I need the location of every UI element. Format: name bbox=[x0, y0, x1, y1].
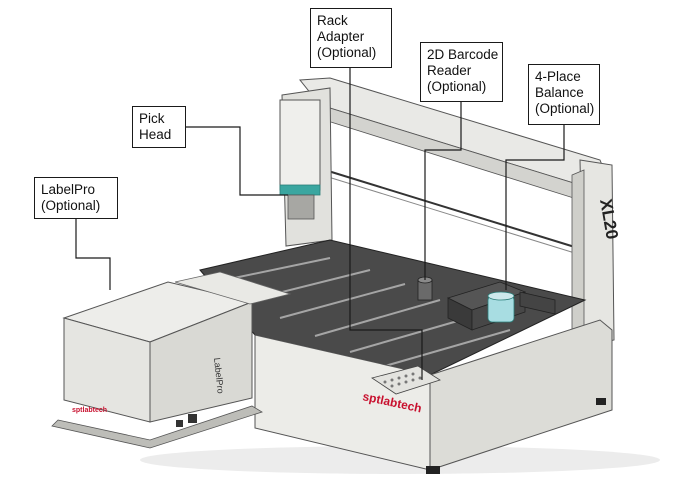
callout-line: 2D Barcode bbox=[427, 47, 499, 62]
pick-head bbox=[279, 99, 321, 220]
callout-line: (Optional) bbox=[41, 198, 101, 213]
callout-pick-head: Pick Head bbox=[132, 106, 186, 148]
callout-line: Rack bbox=[317, 13, 348, 28]
leader-lines bbox=[75, 68, 565, 380]
labelpro-side-label: LabelPro bbox=[212, 357, 226, 394]
labelpro-brand: sptlabtech bbox=[72, 407, 107, 414]
leader-rack-adapter bbox=[349, 68, 423, 380]
callout-line: LabelPro bbox=[41, 182, 96, 197]
balance bbox=[446, 281, 556, 331]
leader-labelpro bbox=[75, 219, 111, 290]
callout-line: (Optional) bbox=[317, 45, 377, 60]
callout-line: Adapter bbox=[317, 29, 365, 44]
labelpro-module: sptlabtech LabelPro bbox=[51, 271, 292, 449]
callout-labelpro: LabelPro (Optional) bbox=[34, 177, 118, 219]
callout-line: 4-Place bbox=[535, 69, 581, 84]
leader-pick-head bbox=[186, 126, 288, 196]
rear-foot bbox=[596, 398, 606, 405]
power-socket bbox=[188, 414, 197, 423]
base-unit: sptlabtech bbox=[254, 319, 613, 474]
barcode-reader bbox=[417, 276, 433, 301]
callout-line: Reader bbox=[427, 63, 472, 78]
callout-line: (Optional) bbox=[427, 79, 487, 94]
callout-balance: 4-Place Balance (Optional) bbox=[528, 64, 600, 125]
rack-adapter bbox=[371, 365, 441, 395]
callout-line: (Optional) bbox=[535, 101, 595, 116]
leader-barcode-reader bbox=[424, 102, 462, 280]
callout-rack-adapter: Rack Adapter (Optional) bbox=[310, 8, 392, 68]
callout-line: Head bbox=[139, 127, 172, 142]
power-switch bbox=[176, 420, 183, 427]
front-foot bbox=[426, 466, 440, 474]
callout-barcode-reader: 2D Barcode Reader (Optional) bbox=[420, 42, 503, 102]
leader-balance bbox=[505, 125, 565, 290]
callout-line: Balance bbox=[535, 85, 584, 100]
callout-line: Pick bbox=[139, 111, 165, 126]
